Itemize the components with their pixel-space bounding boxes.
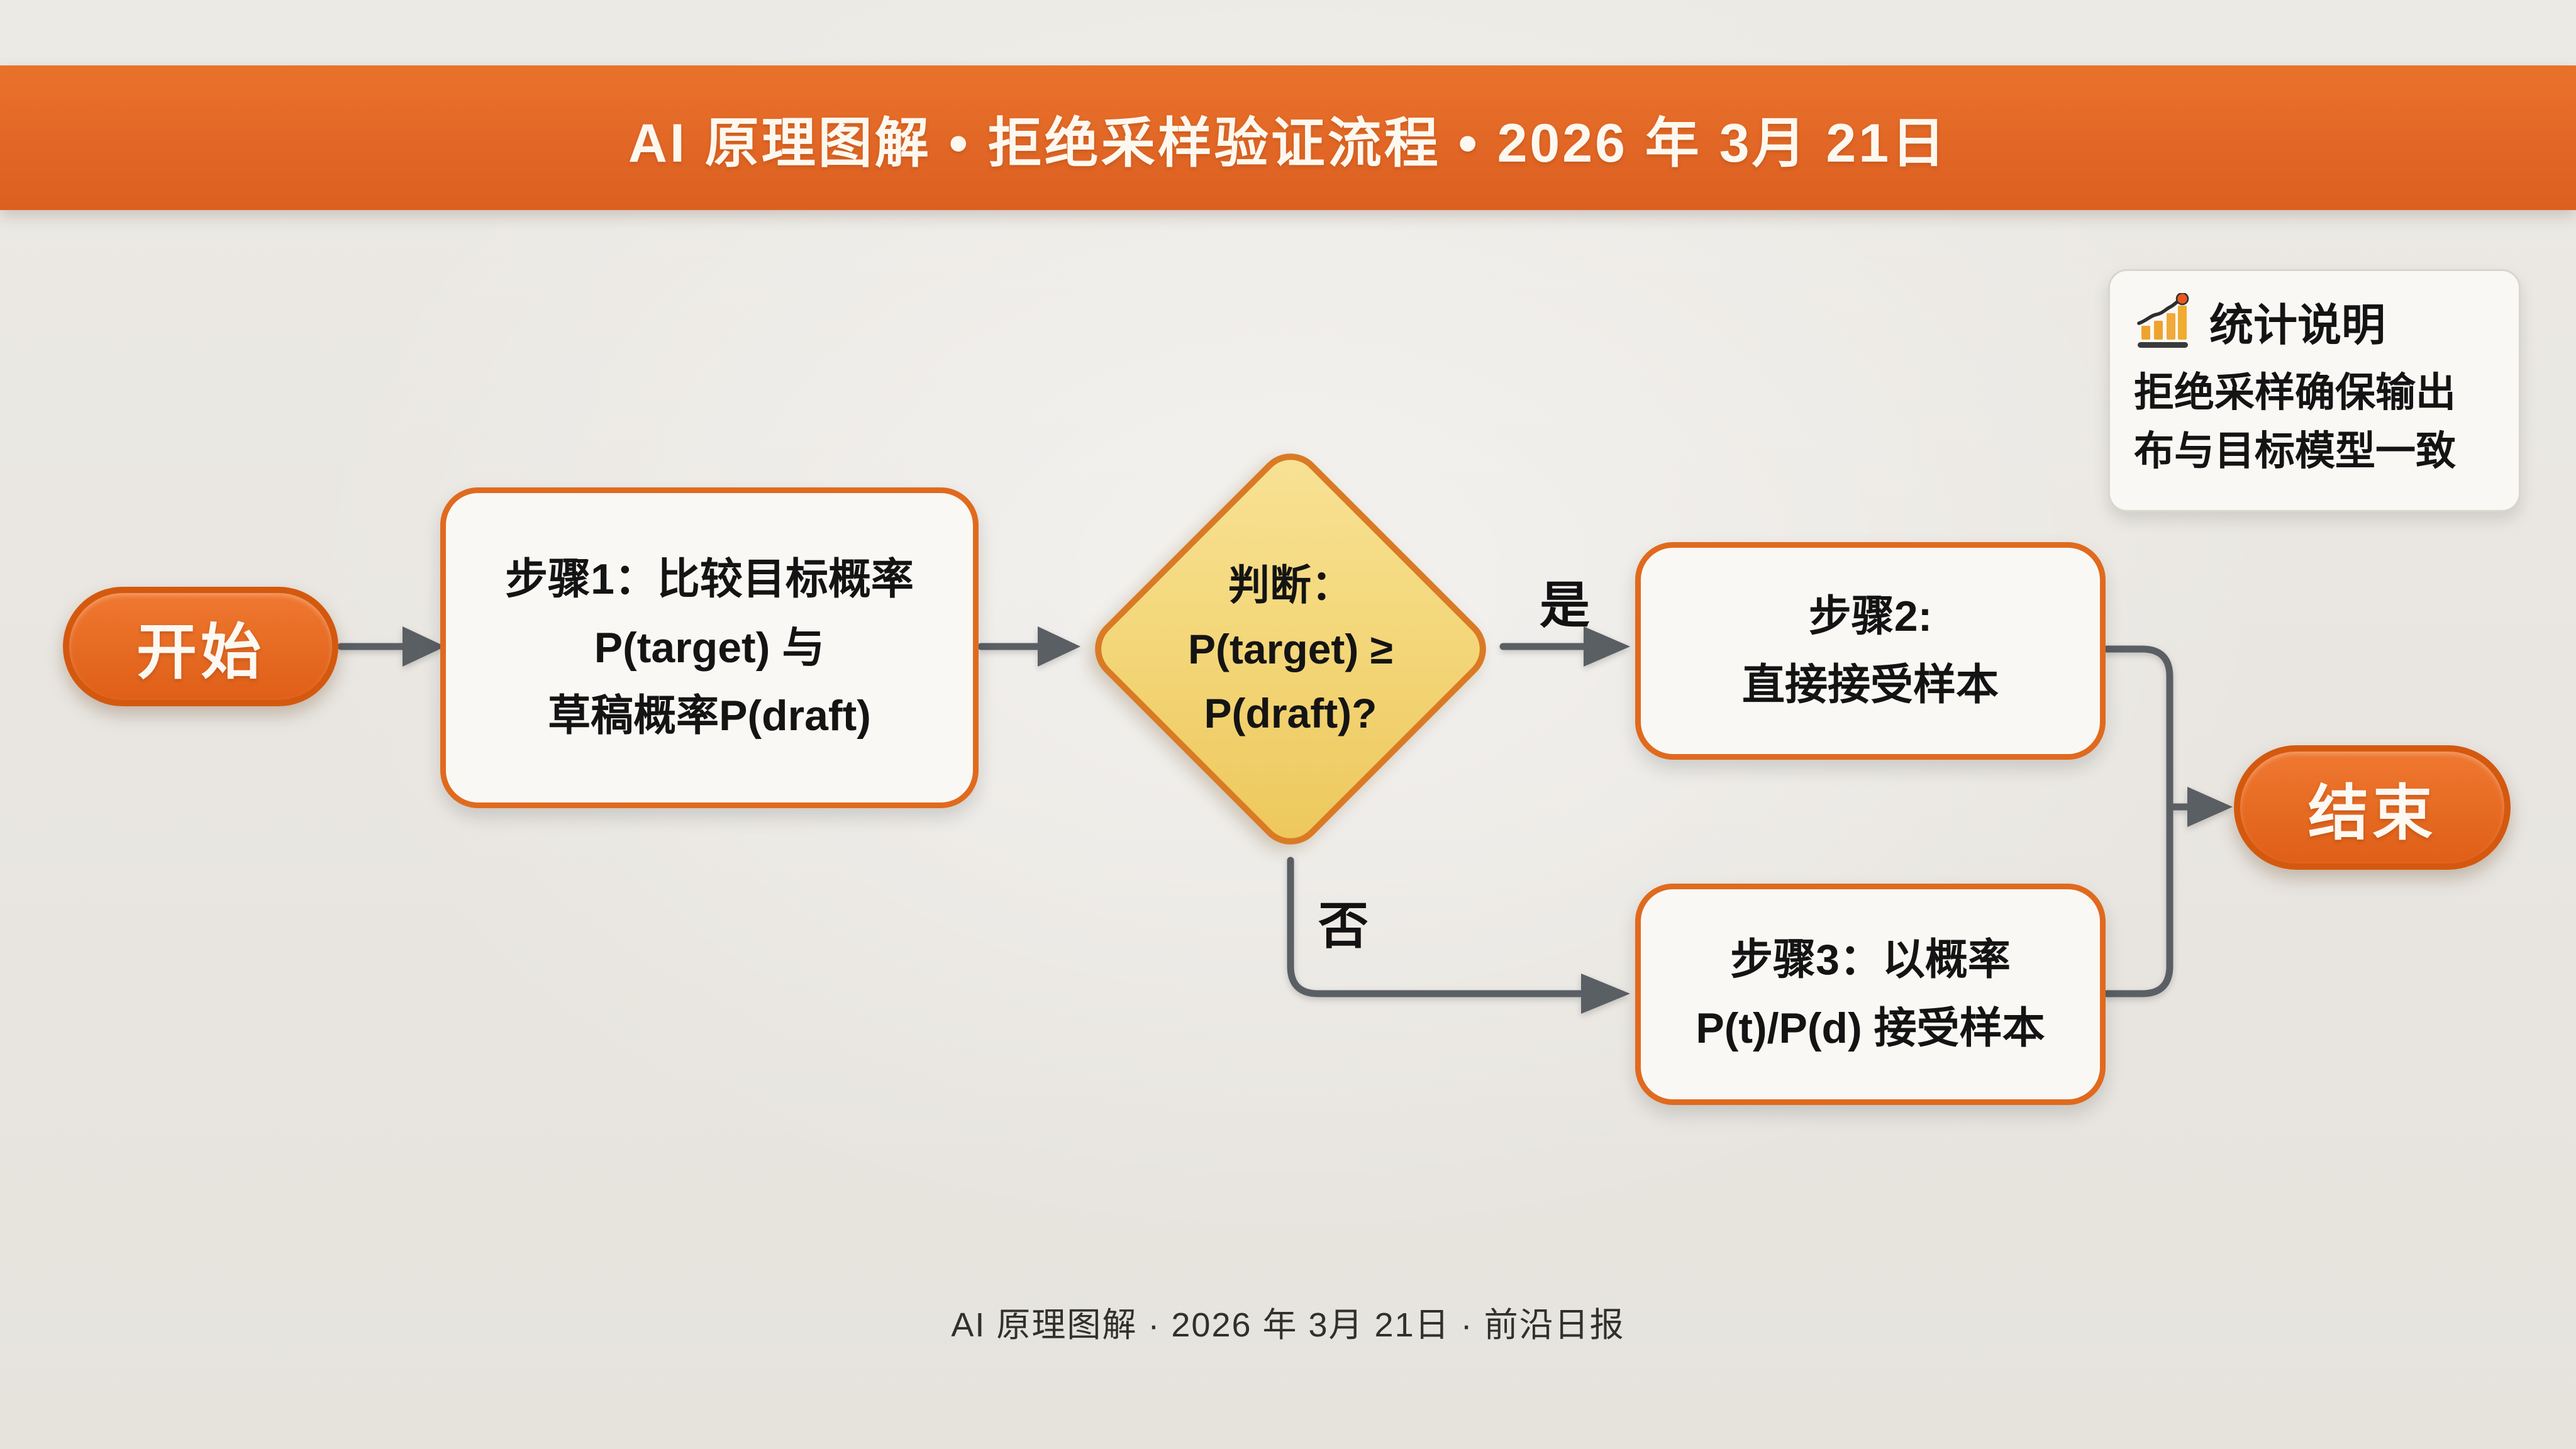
edge-decision-step3 <box>1287 857 1587 997</box>
start-node: 开始 <box>63 587 338 706</box>
stats-body-line2: 布与目标模型一致 <box>2134 428 2456 474</box>
decision-text: 判断： P(target) ≥ P(draft)? <box>1102 511 1479 787</box>
header-banner: AI 原理图解 • 拒绝采样验证流程 • 2026 年 3月 21日 <box>0 65 2576 210</box>
step2-box: 步骤2: 直接接受样本 <box>1635 542 2106 760</box>
step1-line3: 草稿概率P(draft) <box>548 692 871 740</box>
end-node: 结束 <box>2234 745 2511 870</box>
arrowhead-step3 <box>1581 974 1630 1014</box>
edge-merge-trunk <box>2103 645 2174 997</box>
stats-card-header: 统计说明 <box>2134 290 2495 353</box>
step3-box: 步骤3：以概率 P(t)/P(d) 接受样本 <box>1635 884 2106 1105</box>
stats-card-body: 拒绝采样确保输出 布与目标模型一致 <box>2134 364 2495 480</box>
stats-card-title: 统计说明 <box>2209 301 2385 350</box>
decision-line2: P(target) ≥ <box>1188 625 1393 672</box>
bar-chart-icon <box>2137 292 2189 348</box>
footer-caption: AI 原理图解 · 2026 年 3月 21日 · 前沿日报 <box>951 1306 1625 1344</box>
arrowhead-step1 <box>402 626 445 667</box>
step1-line2: P(target) 与 <box>594 623 825 672</box>
step1-line1: 步骤1：比较目标概率 <box>505 555 914 603</box>
arrowhead-decision <box>1038 626 1080 667</box>
stats-card: 统计说明 拒绝采样确保输出 布与目标模型一致 <box>2108 269 2521 512</box>
step1-box: 步骤1：比较目标概率 P(target) 与 草稿概率P(draft) <box>440 487 979 808</box>
arrowhead-end <box>2187 787 2233 827</box>
step2-line1: 步骤2: <box>1808 592 1933 641</box>
step2-line2: 直接接受样本 <box>1741 661 1999 709</box>
end-label: 结束 <box>2308 779 2436 847</box>
stats-body-line1: 拒绝采样确保输出 <box>2134 370 2456 415</box>
no-edge-label: 否 <box>1318 898 1368 954</box>
decision-line1: 判断： <box>1228 561 1353 608</box>
step3-line1: 步骤3：以概率 <box>1730 936 2011 984</box>
step3-line2: P(t)/P(d) 接受样本 <box>1696 1004 2045 1052</box>
start-label: 开始 <box>136 618 265 686</box>
decision-line3: P(draft)? <box>1204 690 1377 737</box>
arrowhead-step2 <box>1584 626 1630 667</box>
yes-edge-label: 是 <box>1540 577 1590 633</box>
banner-title: AI 原理图解 • 拒绝采样验证流程 • 2026 年 3月 21日 <box>628 113 1948 174</box>
